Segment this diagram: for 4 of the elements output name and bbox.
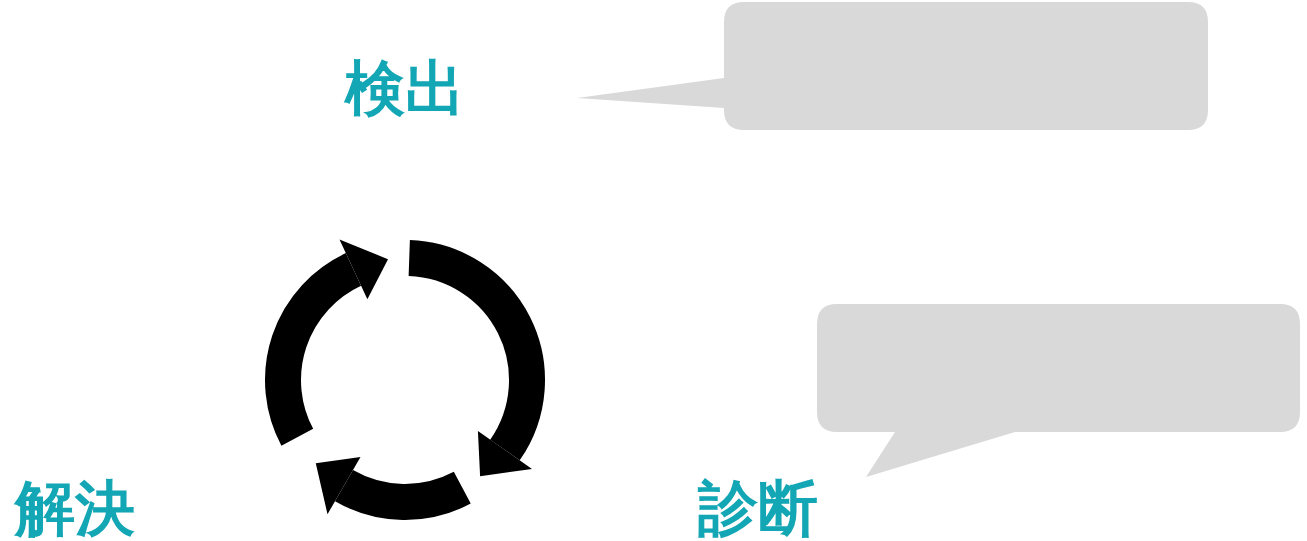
stage-label: 解決	[15, 478, 135, 538]
speech-bubble	[817, 304, 1300, 477]
stage-label: 検出	[345, 58, 465, 118]
stage-label: 診断	[698, 478, 818, 538]
